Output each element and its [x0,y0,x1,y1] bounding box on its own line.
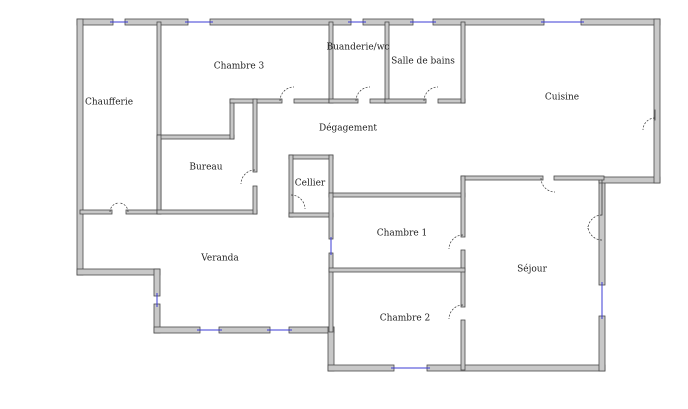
door-chambre1 [448,234,464,250]
wall-chambre3-bottom [156,134,235,140]
door-buanderie [355,86,371,102]
wall-buanderie-right [384,21,390,104]
door-cellier [290,194,306,210]
wall-chaufferie-bottom [125,209,162,215]
room-label-degagement: Dégagement [319,123,377,134]
doors [109,86,656,320]
room-label-cellier: Cellier [295,179,326,189]
exterior-wall-right-step [598,176,661,184]
wall-cellier-bottom [288,212,334,218]
exterior-wall-left [76,18,84,276]
exterior-wall-right [653,18,661,184]
exterior-wall-veranda-bottom [218,326,271,334]
wall-buanderie-bottom [328,98,359,104]
door-sejour [587,214,603,241]
wall-chambre2-left [328,252,334,333]
wall-bureau-right [252,98,258,173]
door-bureau [240,169,256,185]
room-label-cuisine: Cuisine [545,93,579,103]
windows [110,21,603,369]
door-cuisine-sejour [540,177,556,193]
walls [76,18,661,372]
wall-chambre1-right [460,175,466,238]
wall-chambre3-bottom [293,98,334,104]
room-label-buanderie: Buanderie/wc [327,43,390,53]
wall-chambre1-bottom [328,267,466,273]
wall-chambre2-right [460,319,466,371]
room-label-chaufferie: Chaufferie [85,98,133,108]
door-cuisine [642,117,656,131]
wall-bureau-right [252,185,258,215]
wall-sdb-bottom [384,98,427,104]
wall-cuisine-bottom [553,175,605,181]
room-label-chambre-2: Chambre 2 [380,314,431,324]
wall-chambre1-left [328,192,334,240]
door-chambre2 [448,304,464,320]
exterior-wall-veranda [153,268,161,297]
wall-bureau-bottom [156,209,258,215]
wall-chambre2-right [460,249,466,308]
exterior-wall-bottom [327,326,335,372]
exterior-wall-top [432,18,545,26]
wall-cellier-right [328,154,334,198]
wall-cuisine-bottom [460,175,544,181]
exterior-wall-veranda-bottom [153,326,201,334]
wall-bureau-left [156,134,162,215]
wall-buanderie-left [328,21,334,104]
exterior-wall-bottom [327,364,395,372]
wall-cellier-left [288,154,294,218]
exterior-wall-top [580,18,661,26]
wall-chambre3-step [229,98,235,140]
exterior-wall-veranda-bottom [288,326,335,334]
room-label-bureau: Bureau [189,163,222,173]
exterior-wall-veranda [76,268,161,276]
wall-cellier-top [288,154,334,160]
exterior-wall-bottom [426,364,606,372]
wall-chambre1-top [328,192,466,198]
exterior-wall-right [598,315,606,372]
room-label-sejour: Séjour [517,264,547,275]
room-label-chambre-1: Chambre 1 [377,229,428,239]
door-chaufferie [109,202,129,213]
wall-chaufferie-bottom [79,209,113,215]
door-salle-de-bains [423,86,439,102]
wall-sdb-right [460,21,466,104]
room-label-veranda: Veranda [200,254,239,264]
door-chambre3 [279,86,295,102]
room-label-salle-de-bains: Salle de bains [391,57,455,67]
exterior-wall-top [124,18,189,26]
room-label-chambre-3: Chambre 3 [214,62,265,72]
